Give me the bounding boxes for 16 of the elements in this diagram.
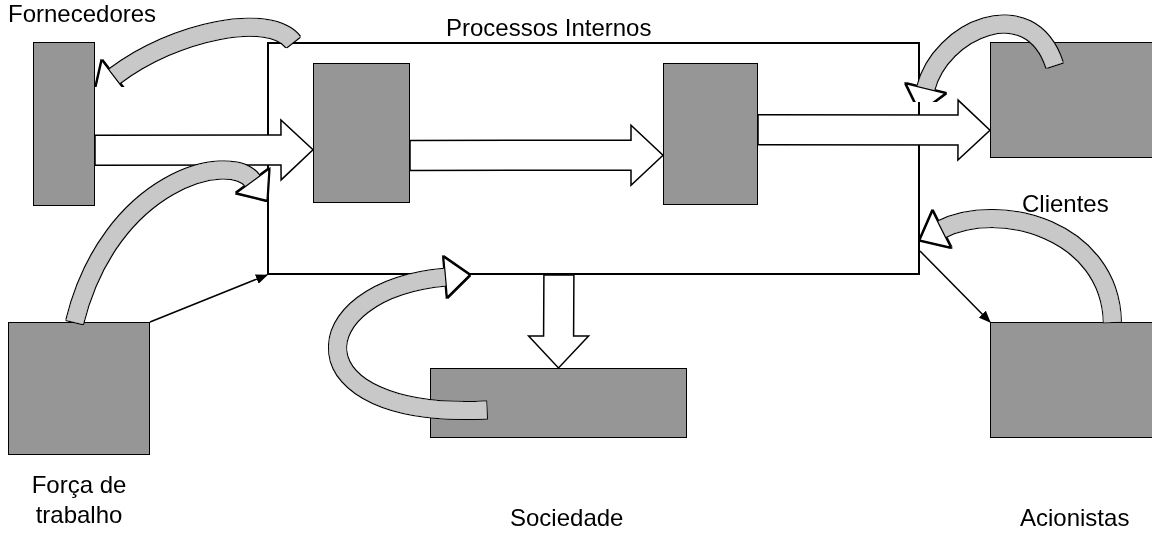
block-arrow xyxy=(526,274,591,370)
process-box xyxy=(313,63,410,203)
process-box xyxy=(663,63,758,205)
arrow xyxy=(149,274,268,323)
node-label: Processos Internos xyxy=(446,14,652,42)
block-arrow xyxy=(409,123,665,188)
node-label: Força de trabalho xyxy=(30,470,128,530)
node-label: Sociedade xyxy=(510,504,624,532)
curved-arrow xyxy=(329,256,487,419)
curved-arrow xyxy=(906,15,1063,112)
node-label: Acionistas xyxy=(1020,504,1130,532)
node-label: Fornecedores xyxy=(8,0,157,28)
node-label: Clientes xyxy=(1022,190,1109,218)
block-arrow xyxy=(94,118,315,182)
block-arrow xyxy=(757,98,992,162)
curved-arrow xyxy=(66,161,272,325)
